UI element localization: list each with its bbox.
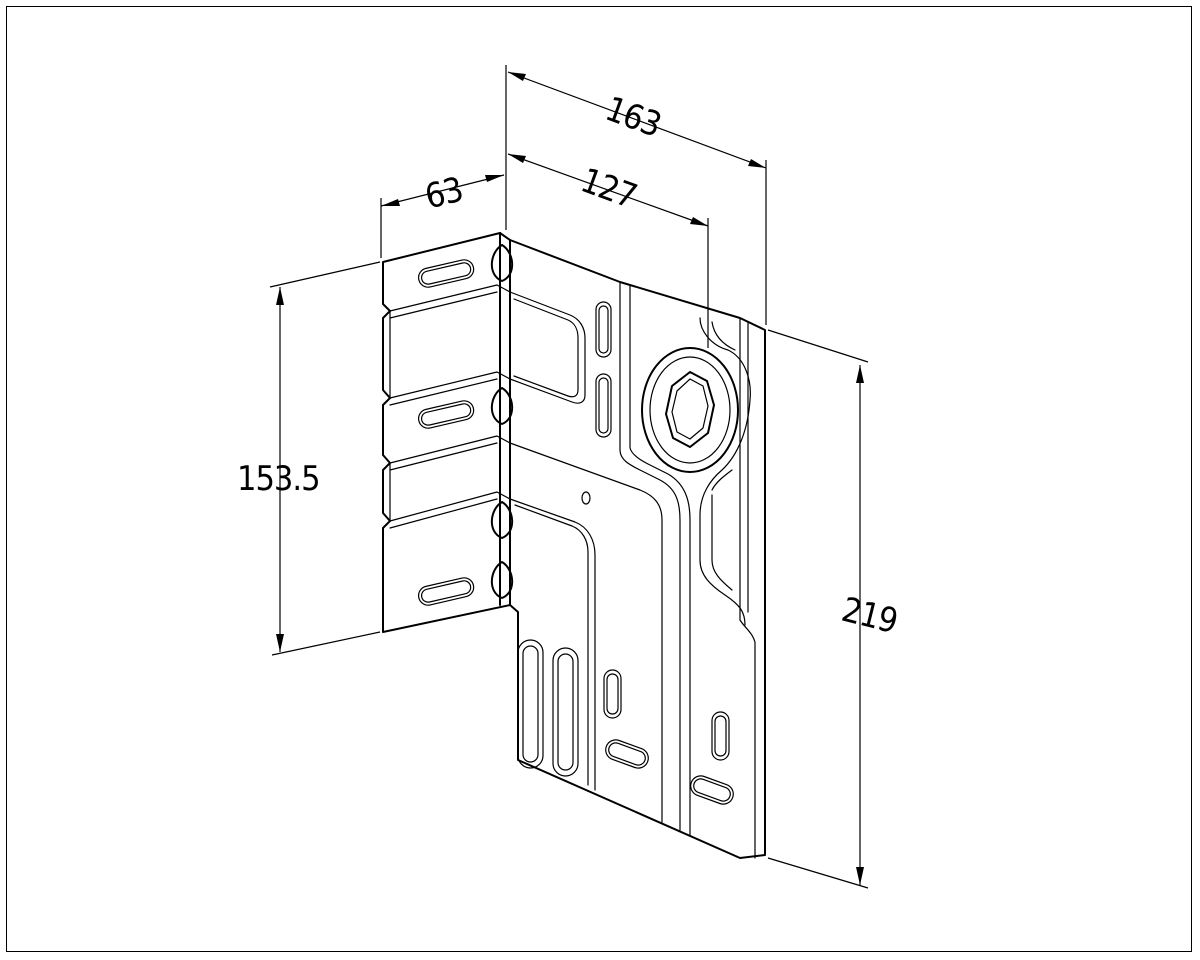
- dimension-flange-height: 153.5: [237, 261, 381, 656]
- slot-hole: [603, 669, 622, 719]
- slot-hole: [417, 259, 475, 288]
- slot-hole: [711, 711, 730, 761]
- dim-label-219: 219: [838, 590, 901, 642]
- teardrop-notch: [490, 561, 514, 599]
- dimension-overall-height: 219: [767, 329, 901, 889]
- dim-label-63: 63: [421, 170, 467, 218]
- slot-hole: [595, 373, 612, 438]
- dim-label-163: 163: [600, 89, 666, 146]
- slot-hole: [595, 301, 612, 358]
- pivot-hole: [641, 347, 739, 473]
- dimension-flange-width: 63: [380, 170, 505, 258]
- bend-line: [490, 232, 514, 606]
- dim-label-153-5: 153.5: [237, 459, 320, 499]
- dim-label-127: 127: [576, 161, 642, 218]
- teardrop-notch: [490, 387, 514, 425]
- slot-hole: [517, 639, 544, 769]
- left-flange: [382, 232, 511, 633]
- small-hole: [581, 491, 591, 505]
- teardrop-notch: [490, 244, 514, 282]
- slot-hole: [417, 400, 475, 429]
- slot-hole: [417, 577, 475, 606]
- teardrop-notch: [490, 501, 514, 539]
- slot-hole: [605, 739, 649, 769]
- drawing-frame: [6, 6, 1192, 952]
- slot-hole: [552, 647, 579, 777]
- main-plate: [509, 239, 766, 859]
- slot-hole: [690, 775, 734, 805]
